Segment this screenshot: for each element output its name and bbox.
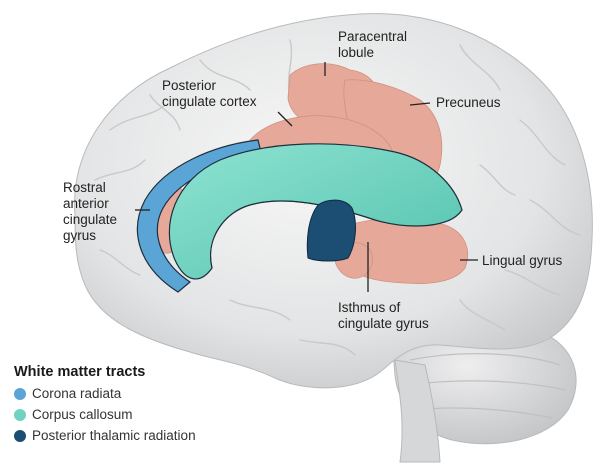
label-lingual-gyrus: Lingual gyrus [482, 253, 563, 268]
leader-posterior-cingulate [277, 111, 293, 127]
brainstem [394, 359, 441, 463]
legend-item: Corpus callosum [14, 404, 196, 425]
posterior-thalamic-radiation-tract [306, 199, 356, 262]
leader-precuneus [409, 102, 431, 106]
label-paracentral-lobule: Paracentral lobule [338, 29, 408, 60]
legend-item-label: Posterior thalamic radiation [32, 428, 196, 443]
label-isthmus-of-cingulate-gyrus: Isthmus of cingulate gyrus [338, 300, 429, 331]
legend-title: White matter tracts [14, 364, 146, 380]
label-precuneus: Precuneus [436, 95, 501, 110]
legend-item-label: Corpus callosum [32, 407, 133, 422]
legend-swatch [14, 387, 26, 400]
legend-item: Corona radiata [14, 383, 196, 404]
label-rostral-anterior-cingulate-gyrus: Rostral anterior cingulate gyrus [63, 180, 118, 243]
gyri-texture [94, 39, 581, 356]
legend-swatch [14, 429, 26, 442]
legend-swatch [14, 408, 26, 421]
legend-item: Posterior thalamic radiation [14, 425, 196, 446]
label-posterior-cingulate-cortex: Posterior cingulate cortex [162, 78, 257, 109]
legend: White matter tracts Corona radiata Corpu… [14, 364, 196, 446]
legend-item-label: Corona radiata [32, 386, 122, 401]
leader-lines [135, 62, 478, 292]
